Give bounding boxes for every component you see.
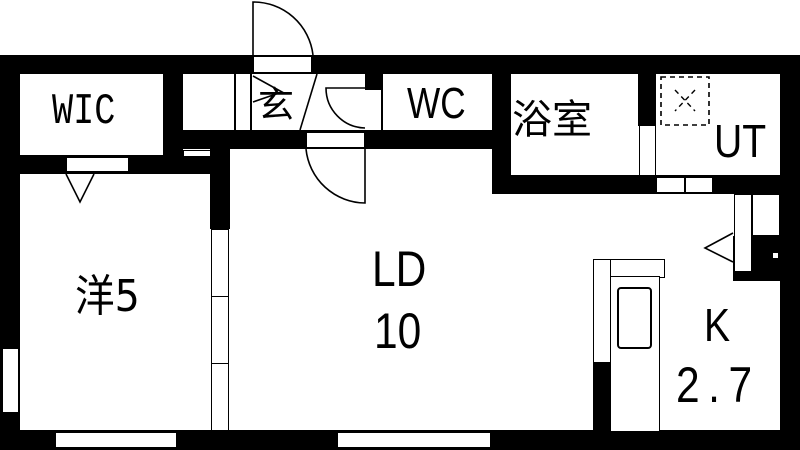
room-label-western: 洋5 bbox=[75, 271, 140, 322]
room-label-wic: WIC bbox=[52, 87, 116, 137]
wic-wall-right bbox=[163, 74, 183, 174]
entrance-door-swing-icon bbox=[252, 1, 314, 56]
outer-wall-right bbox=[780, 55, 800, 450]
window-left bbox=[2, 348, 19, 413]
wc-wall-left bbox=[365, 74, 381, 90]
room-label-wc: WC bbox=[407, 79, 466, 128]
ld-door-swing-icon bbox=[305, 148, 366, 204]
partition-wall bbox=[210, 149, 230, 229]
entrance-door-frame bbox=[253, 56, 312, 73]
bath-door bbox=[639, 125, 656, 176]
wic-door-opening bbox=[66, 157, 129, 172]
room-label-ut: UT bbox=[714, 115, 767, 167]
kitchen-shelf-inner bbox=[734, 194, 752, 272]
bath-wall-left bbox=[492, 74, 511, 194]
kitchen-sink bbox=[617, 287, 652, 349]
wic-closet-marker-icon bbox=[65, 173, 95, 204]
hall-divider-2 bbox=[250, 74, 252, 130]
kitchen-shelf-2 bbox=[752, 194, 780, 236]
window-bottom-1 bbox=[55, 432, 177, 448]
pillar-dot bbox=[773, 253, 778, 258]
bath-wall-right bbox=[638, 74, 656, 126]
room-label-ld: LD bbox=[372, 241, 427, 297]
wc-wall-left-lower bbox=[381, 74, 383, 130]
room-size-ld: 10 bbox=[374, 303, 422, 359]
washer-space-icon bbox=[660, 76, 710, 126]
ut-door-2 bbox=[685, 177, 713, 193]
wc-door-opening bbox=[306, 132, 365, 148]
wc-door-swing-icon bbox=[325, 87, 366, 129]
sliding-door-3 bbox=[211, 363, 229, 431]
room-label-kitchen: K bbox=[704, 299, 731, 351]
outer-wall-top bbox=[0, 55, 800, 74]
ut-door-1 bbox=[656, 177, 685, 193]
hall-divider-1 bbox=[234, 74, 236, 130]
room-label-entrance: 玄 bbox=[258, 85, 295, 126]
fridge-marker-icon bbox=[703, 232, 734, 263]
room-label-bath: 浴室 bbox=[512, 97, 592, 143]
kitchen-counter-base bbox=[593, 362, 612, 432]
window-bottom-2 bbox=[337, 432, 491, 448]
room-size-kitchen: 2.7 bbox=[676, 357, 761, 413]
